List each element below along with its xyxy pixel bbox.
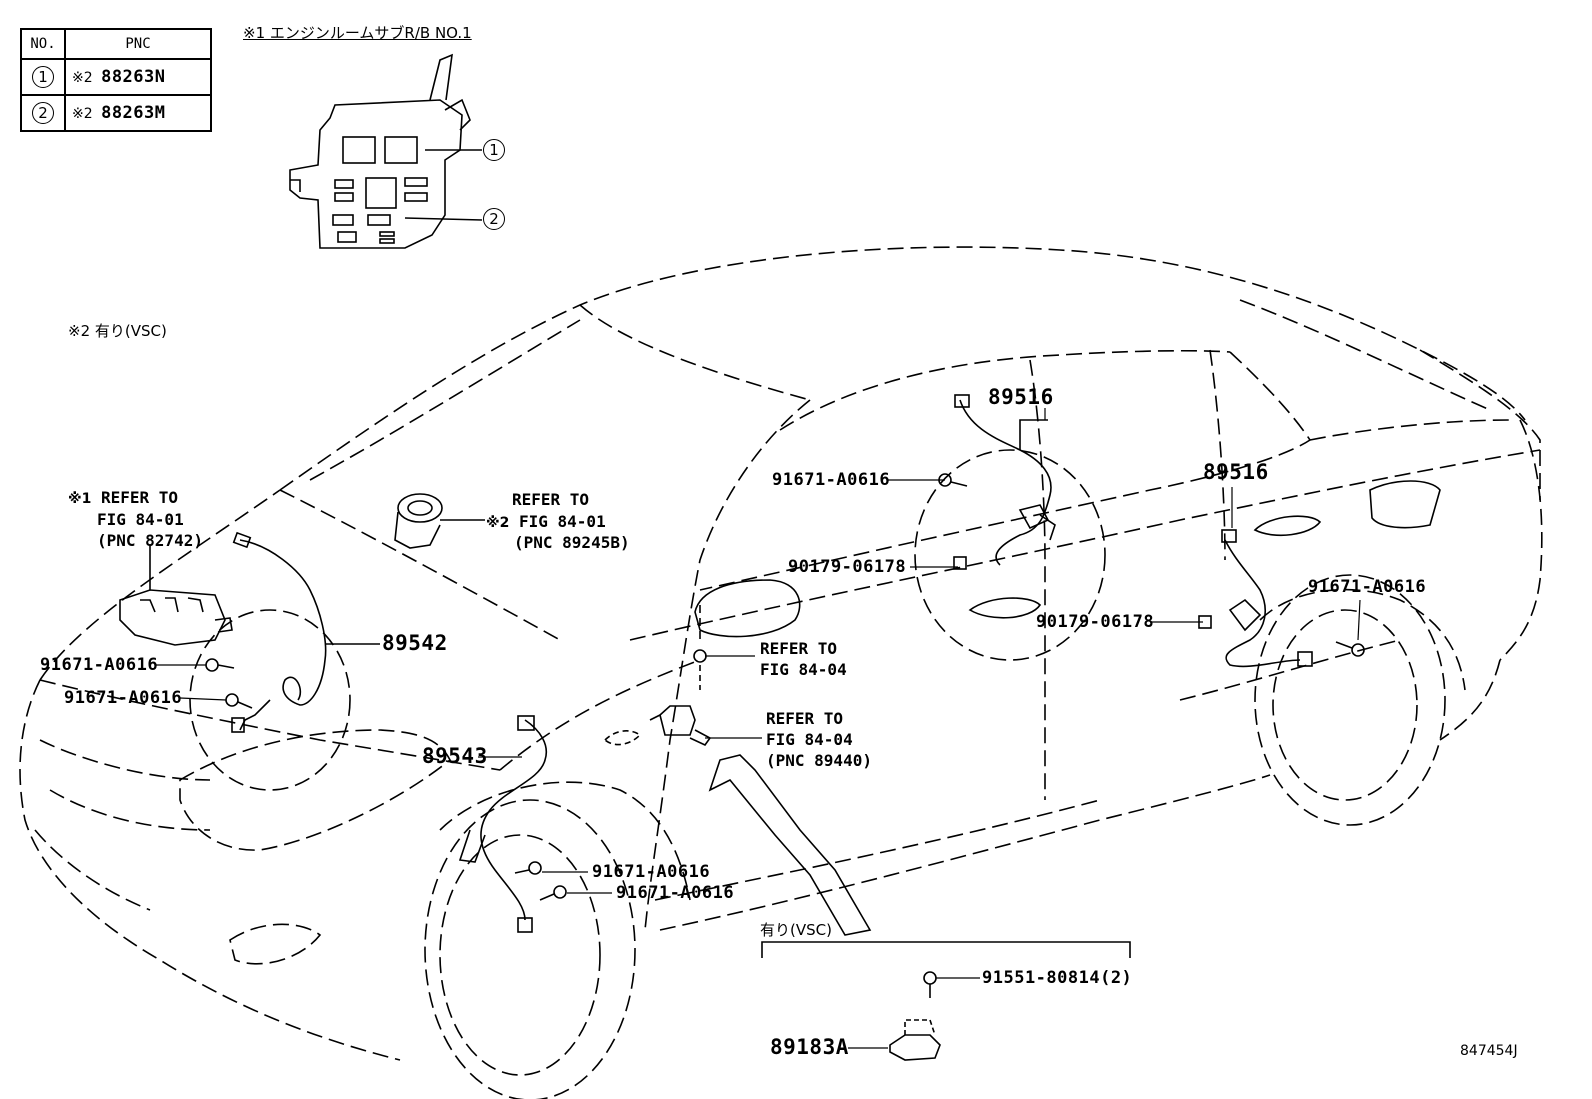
spiral-pnc: (PNC 89245B) [514, 533, 630, 552]
vsc-bracket [761, 941, 1131, 958]
table-header-pnc: PNC [64, 28, 212, 60]
relay-block-refer: REFER TO [101, 488, 179, 507]
part-89543: 89543 [422, 744, 488, 768]
pnc-table: NO. PNC 1 ※2 88263N 2 ※2 88263M [20, 28, 212, 132]
mirror-fig: FIG 84-04 [760, 660, 847, 679]
row-pnc: 88263N [101, 67, 166, 87]
mirror-refer: REFER TO [760, 639, 838, 658]
relay-block-ref: ※1 REFER TO [68, 489, 178, 508]
spiral-fig: FIG 84-01 [519, 512, 606, 531]
part-91671-b: 91671-A0616 [1308, 577, 1427, 597]
relay-block-fig: FIG 84-01 [97, 510, 184, 529]
vsc-label: 有り(VSC) [760, 921, 832, 939]
figure-id: 847454J [1460, 1043, 1518, 1059]
spiral-fig-line: ※2 FIG 84-01 [486, 513, 606, 532]
spiral-mark: ※2 [486, 515, 510, 531]
sensor-fig: FIG 84-04 [766, 730, 853, 749]
part-89516-upper: 89516 [988, 385, 1054, 409]
part-91671-a: 91671-A0616 [772, 470, 891, 490]
sensor-pnc: (PNC 89440) [766, 751, 872, 770]
part-91551: 91551-80814(2) [982, 968, 1133, 988]
note-2: ※2 有り(VSC) [68, 322, 167, 340]
callout-1: 1 [483, 139, 505, 161]
door-handles [968, 480, 1441, 619]
table-row: 2 ※2 88263M [20, 94, 212, 132]
leader-lines [155, 408, 1361, 1049]
relay-block-mark: ※1 [68, 491, 92, 507]
yaw-rate-sensor [603, 665, 712, 747]
part-89516-lower: 89516 [1203, 460, 1269, 484]
part-90179-a: 90179-06178 [788, 557, 907, 577]
car-body-outline [19, 246, 1543, 1099]
part-89542: 89542 [382, 631, 448, 655]
abs-sensor-wires [231, 394, 1313, 933]
note-1: ※1 エンジンルームサブR/B NO.1 [243, 24, 472, 42]
row-pnc: 88263M [101, 103, 166, 123]
relay-block-pnc: (PNC 82742) [97, 531, 203, 550]
part-91671-d: 91671-A0616 [64, 688, 183, 708]
part-90179-b: 90179-06178 [1036, 612, 1155, 632]
part-91671-c: 91671-A0616 [40, 655, 159, 675]
part-91671-f: 91671-A0616 [616, 883, 735, 903]
part-91671-e: 91671-A0616 [592, 862, 711, 882]
decel-sensor [889, 1019, 941, 1061]
table-row: 1 ※2 88263N [20, 58, 212, 96]
side-mirror [694, 579, 801, 638]
row-mark: ※2 [72, 106, 93, 122]
table-header-no: NO. [20, 28, 66, 60]
row-mark: ※2 [72, 70, 93, 86]
spiral-cable [394, 493, 485, 549]
callout-2: 2 [483, 208, 505, 230]
sensor-refer: REFER TO [766, 709, 844, 728]
part-89183A: 89183A [770, 1035, 849, 1059]
spiral-refer: REFER TO [512, 490, 590, 509]
row-number: 1 [32, 66, 54, 88]
relay-block-detail [289, 53, 483, 249]
relay-block-engine [119, 545, 233, 646]
row-number: 2 [32, 102, 54, 124]
bolts [205, 473, 1365, 998]
view-arrow [708, 754, 872, 936]
